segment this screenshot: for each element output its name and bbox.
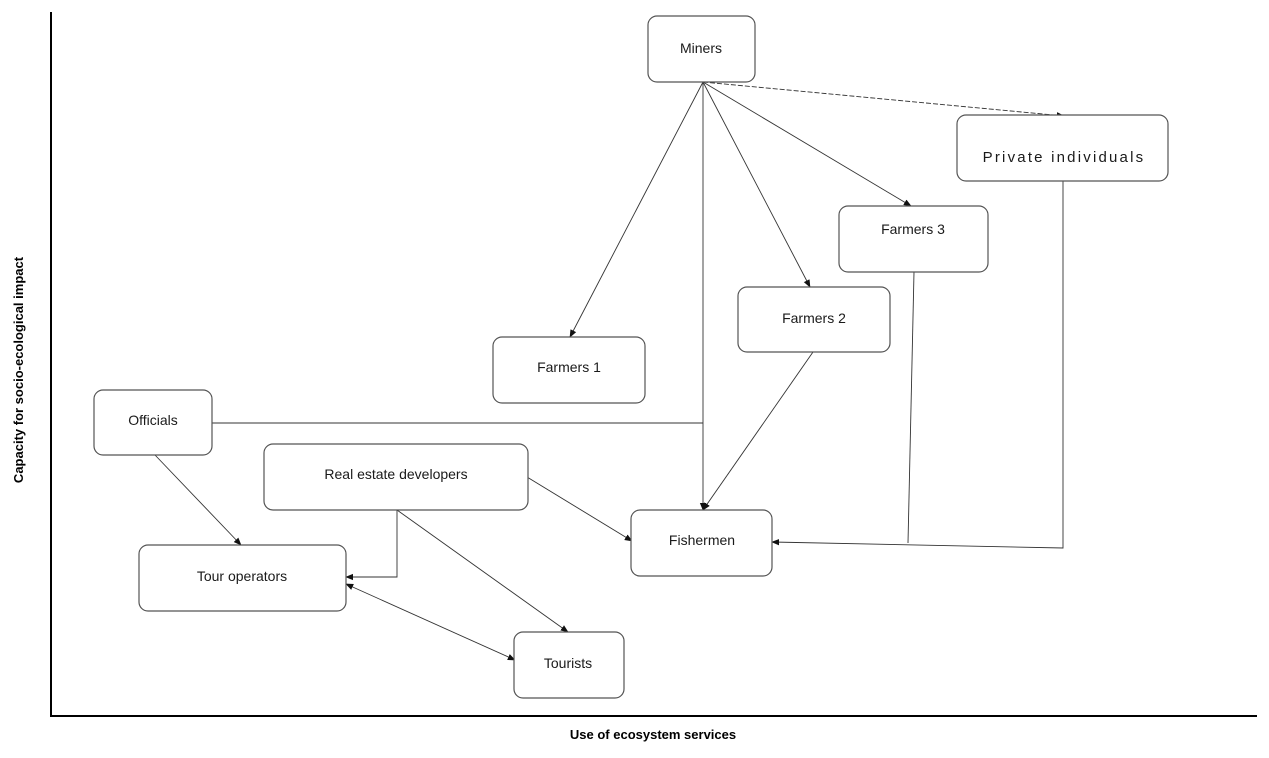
node-miners: Miners (647, 15, 756, 83)
node-private-individuals: Private individuals (956, 114, 1169, 182)
edge-miners-farmers-2 (702, 81, 811, 288)
node-miners-label: Miners (680, 40, 722, 56)
node-farmers-1-label: Farmers 1 (537, 359, 601, 375)
node-farmers-3: Farmers 3 (838, 205, 989, 273)
node-private-individuals-label: Private individuals (983, 149, 1146, 166)
edge-miners-farmers-1 (569, 81, 704, 338)
node-real-estate-developers: Real estate developers (263, 443, 529, 511)
node-officials: Officials (93, 389, 213, 456)
node-farmers-3-label: Farmers 3 (881, 221, 945, 237)
edge-miners-private-individuals (702, 81, 1065, 119)
edge-real-estate-fishermen (526, 476, 633, 542)
edge-real-estate-tour-operators (345, 510, 398, 581)
y-axis-label: Capacity for socio-ecological impact (11, 256, 26, 483)
edge-farmers-2-fishermen (702, 351, 814, 511)
edges (154, 81, 1065, 661)
node-tourists: Tourists (513, 631, 625, 699)
node-tourists-label: Tourists (544, 655, 592, 671)
node-fishermen-label: Fishermen (669, 532, 735, 548)
node-farmers-1: Farmers 1 (492, 336, 646, 404)
edge-tour-operators-tourists (345, 583, 516, 661)
node-farmers-2: Farmers 2 (737, 286, 891, 353)
node-officials-label: Officials (128, 412, 178, 428)
edge-private-individuals-fishermen (771, 180, 1064, 549)
node-tour-operators-label: Tour operators (197, 568, 287, 584)
node-tour-operators: Tour operators (138, 544, 347, 612)
edge-farmers-3-fishermen (907, 271, 915, 544)
edge-miners-farmers-3 (702, 81, 912, 207)
node-real-estate-developers-label: Real estate developers (324, 466, 467, 482)
x-axis-label: Use of ecosystem services (570, 727, 736, 742)
node-fishermen: Fishermen (630, 509, 773, 577)
node-farmers-2-label: Farmers 2 (782, 310, 846, 326)
edge-real-estate-tourists (396, 509, 569, 633)
edge-officials-tour-operators (154, 454, 242, 546)
